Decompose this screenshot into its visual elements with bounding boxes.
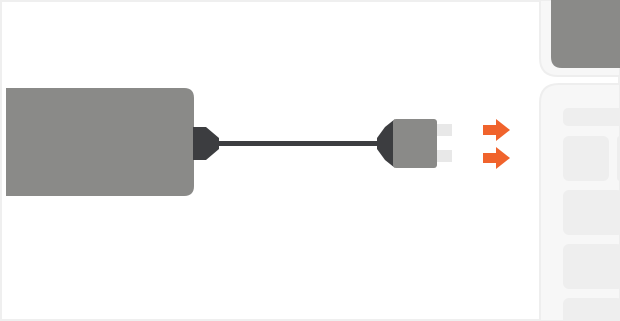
device-key <box>563 108 620 126</box>
prong-icon <box>437 124 452 136</box>
device-key <box>563 136 609 181</box>
device-key <box>563 298 620 321</box>
prong-icon <box>437 150 452 162</box>
device-key <box>563 244 620 289</box>
device-icon <box>540 0 620 321</box>
device-top-block <box>551 0 620 68</box>
power-adapter-icon <box>6 88 219 196</box>
device-key <box>563 190 620 235</box>
